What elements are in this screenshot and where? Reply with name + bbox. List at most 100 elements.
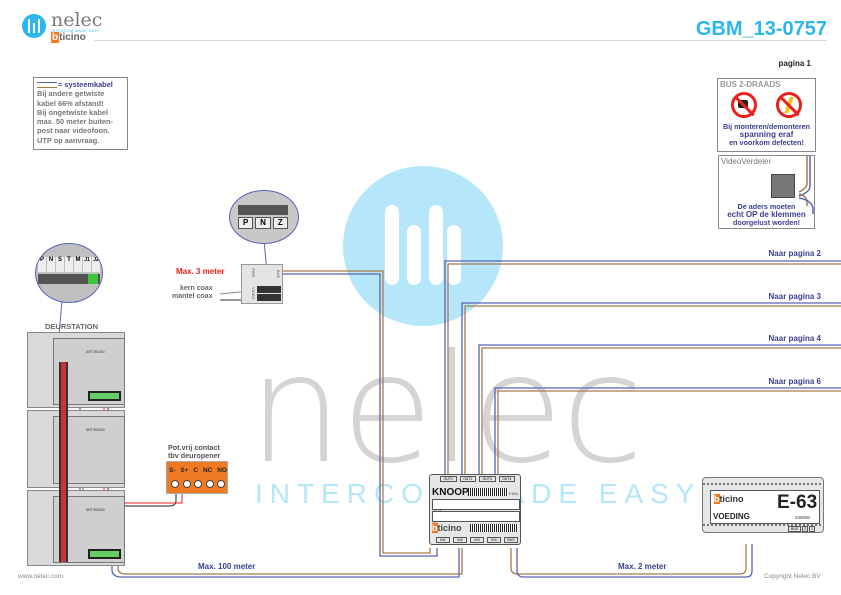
legend-line: Bij ongetwiste kabel (37, 107, 109, 117)
knoop-out4: OUT4 (498, 476, 515, 482)
max-3-meter-label: Max. 3 meter (176, 267, 225, 276)
terminal-n: N (255, 217, 271, 229)
terminal-label: N (47, 257, 55, 272)
cable-page2-brown (447, 263, 841, 478)
destination-page3: Naar pagina 3 (768, 292, 821, 301)
destination-page4: Naar pagina 4 (768, 334, 821, 343)
deurstation-title: DEURSTATION (45, 322, 99, 331)
knoop-in3: IN3 (470, 537, 484, 543)
max-2-meter-label: Max. 2 meter (618, 562, 667, 571)
brand-logo (22, 14, 46, 38)
warning-line: Bij monteren/demonteren (722, 122, 811, 131)
knoop-barcode-2 (470, 524, 518, 532)
module-connector (88, 391, 121, 401)
camera-terminal-block-lower (257, 294, 281, 301)
no-plug-icon (731, 92, 757, 118)
cable-deur-brown (82, 483, 463, 575)
voeding-code: 346000 (795, 515, 811, 520)
contact-title-2: tbv deuropener (168, 451, 221, 460)
bus-warning-box: BUS 2-DRAADS Bij monteren/demonteren spa… (717, 78, 816, 152)
doc-id: GBM_13-0757 (695, 18, 827, 40)
watermark-word: nelec (248, 323, 644, 497)
knoop-code: F441 (509, 491, 519, 496)
cable-deur-blue (79, 372, 460, 578)
deurstation-module: ART353000 (27, 490, 125, 566)
legend-box: = systeemkabel Bij andere getwiste kabel… (33, 77, 128, 150)
knoop-in4: IN4 (487, 537, 501, 543)
no-voltage-icon (776, 92, 802, 118)
destination-page6: Naar pagina 6 (768, 377, 821, 386)
videoverdeler-text: De aders moeten echt OP de klemmen doorg… (719, 203, 814, 227)
mantel-coax-label: mantel coax (172, 293, 213, 300)
knoop-out-row: OUT (432, 499, 520, 514)
knoop-in1: IN1 (436, 537, 450, 543)
knoop-out1: OUT1 (440, 476, 457, 482)
legend-line: Bij andere getwiste (37, 89, 105, 99)
watermark-logo-circle (343, 166, 503, 326)
camera-terminal-block (257, 286, 281, 293)
contact-terminal-block: S- S+ C NC NO (166, 461, 228, 494)
warning-line: en voorkom defecten! (729, 138, 804, 147)
camera-terminal-zoom: P N Z (229, 190, 299, 244)
cable-page6-brown (497, 390, 841, 478)
terminal-label: M (74, 257, 82, 272)
warning-line: spanning eraf (739, 130, 794, 139)
legend-line: UTP op aanvraag. (37, 135, 100, 145)
terminal-no: NO (217, 467, 227, 474)
footer-website[interactable]: www.nelec.com (18, 573, 64, 580)
systeemkabel-swatch (37, 81, 57, 88)
note-line: De aders moeten (737, 202, 796, 211)
red-ribbon-cable (59, 362, 68, 562)
knoop-out3: OUT3 (479, 476, 496, 482)
cable-page4-brown (481, 347, 841, 478)
terminal-s-plus: S+ (180, 467, 189, 474)
knoop-device: OUT1 OUT2 OUT3 OUT4 KNOOP F441 OUT IN bt… (429, 474, 521, 545)
knoop-in2: IN2 (453, 537, 467, 543)
brand-tagline: INTERCOM MADE EASY (51, 29, 101, 33)
voeding-device: bticino E-63 VOEDING 346000 BUS 2 1 (702, 477, 824, 533)
footer-copyright: Copyright Nelec BV (764, 573, 821, 580)
bus-warning-text: Bij monteren/demonteren spanning eraf en… (718, 123, 815, 147)
note-line: doorgelust worden! (732, 218, 801, 227)
terminal-z: Z (272, 217, 288, 229)
terminal-label: T (65, 257, 73, 272)
cable-voeding-blue (516, 544, 753, 578)
screw-terminals (171, 480, 225, 488)
terminal-nc: NC (202, 467, 213, 474)
contact-title-1: Pot.vrij contact (168, 443, 220, 452)
camera-pwr-label: PWR (251, 268, 256, 278)
deurstation-terminal-zoom: P N S T M J1 J2 (35, 243, 103, 303)
voeding-label: VOEDING (713, 512, 750, 521)
kern-coax-label: kern coax (180, 285, 213, 292)
note-line: echt OP de klemmen (727, 210, 806, 219)
header-rule (94, 40, 827, 41)
logo-bars-icon (28, 19, 40, 33)
legend-line: max. 50 meter buiten- (37, 117, 113, 127)
terminal-label: P (38, 257, 46, 272)
cable-contact-black (107, 374, 177, 507)
knoop-bus: BUS (504, 537, 518, 543)
brand-name: nelec (51, 9, 103, 31)
terminal-label: J2 (92, 257, 100, 272)
cable-page3-brown (464, 305, 841, 478)
bus-warning-title: BUS 2-DRAADS (720, 80, 781, 89)
knoop-brand: bticino (432, 523, 462, 533)
deurstation-module: ART351000 (27, 332, 125, 408)
videoverdeler-wires (798, 156, 814, 214)
watermark-logo-bars (385, 205, 465, 290)
cable-camera-blue (283, 273, 438, 557)
deurstation-panel: ART351000 ART352000 ART353000 (27, 332, 125, 566)
voeding-bus-terminal: BUS (788, 526, 802, 532)
legend-line: post naar videofoon. (37, 126, 110, 136)
cable-page4-blue (478, 344, 841, 478)
max-100-meter-label: Max. 100 meter (198, 562, 256, 571)
knoop-out2: OUT2 (459, 476, 476, 482)
knoop-title: KNOOP (432, 487, 469, 498)
cable-page2-blue (444, 260, 841, 478)
terminal-p: P (238, 217, 254, 229)
page-label: pagina 1 (778, 59, 811, 68)
camera-module: PWR VIDEO BUS (241, 264, 283, 304)
camera-video-label: VIDEO (251, 287, 256, 300)
destination-page2: Naar pagina 2 (768, 249, 821, 258)
module-code: ART352000 (86, 428, 105, 432)
